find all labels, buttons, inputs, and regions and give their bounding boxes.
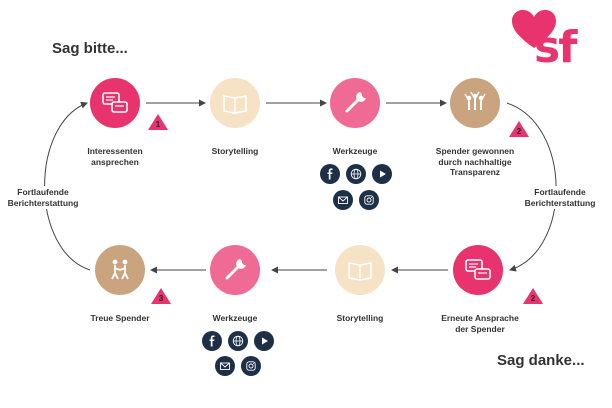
globe-icon xyxy=(228,331,248,351)
step-badge-1: 1 xyxy=(147,113,169,131)
label-spender-gewonnen: Spender gewonnen durch nachhaltige Trans… xyxy=(435,146,515,178)
step-badge-2-bottom: 2 xyxy=(522,287,544,305)
node-treue-spender xyxy=(95,245,145,295)
open-book-icon xyxy=(223,95,247,114)
email-icon xyxy=(333,190,353,210)
facebook-icon xyxy=(202,331,222,351)
people-handshake-icon xyxy=(111,259,129,280)
label-storytelling-top: Storytelling xyxy=(211,146,259,156)
logo: sf xyxy=(512,8,608,84)
globe-icon xyxy=(346,164,366,184)
label-werkzeuge-top: Werkzeuge xyxy=(332,146,378,156)
label-erneute-ansprache: Erneute Ansprache der Spender xyxy=(441,313,519,334)
step-badge-3: 3 xyxy=(150,287,172,305)
open-book-icon xyxy=(348,262,372,281)
node-erneute-ansprache xyxy=(453,245,503,295)
celebrating-people-icon xyxy=(464,91,486,110)
label-werkzeuge-bottom: Werkzeuge xyxy=(212,313,258,323)
wrench-icon xyxy=(225,259,246,280)
youtube-play-icon xyxy=(372,164,392,184)
node-spender-gewonnen xyxy=(450,78,500,128)
youtube-play-icon xyxy=(254,331,274,351)
node-werkzeuge-bottom xyxy=(210,245,260,295)
heading-top: Sag bitte... xyxy=(52,40,128,57)
side-label-left: Fortlaufende Berichterstattung xyxy=(2,186,84,210)
step-badge-2-top: 2 xyxy=(508,120,530,138)
heading-bottom: Sag danke... xyxy=(497,352,585,369)
side-label-right: Fortlaufende Berichterstattung xyxy=(518,186,602,210)
node-storytelling-bottom xyxy=(335,245,385,295)
facebook-icon xyxy=(320,164,340,184)
node-werkzeuge-top xyxy=(330,78,380,128)
label-interessenten: Interessenten ansprechen xyxy=(87,146,143,167)
label-treue-spender: Treue Spender xyxy=(90,313,150,323)
label-storytelling-bottom: Storytelling xyxy=(336,313,384,323)
node-storytelling-top xyxy=(210,78,260,128)
instagram-icon xyxy=(359,190,379,210)
email-icon xyxy=(215,356,235,376)
chat-bubbles-icon xyxy=(465,259,491,280)
chat-bubbles-icon xyxy=(102,92,128,113)
instagram-icon xyxy=(241,356,261,376)
logo-text: sf xyxy=(534,22,577,73)
wrench-icon xyxy=(345,92,366,113)
heart-icon xyxy=(512,10,556,48)
node-interessenten xyxy=(90,78,140,128)
